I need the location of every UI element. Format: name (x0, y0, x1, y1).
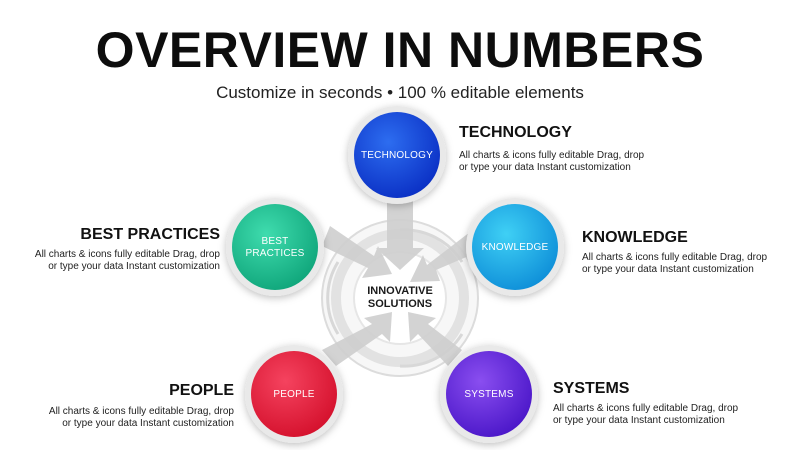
people-desc-line2: or type your data Instant customization (62, 418, 234, 429)
people-description: All charts & icons fully editable Drag, … (24, 406, 234, 430)
people-circle-label: PEOPLE (273, 389, 315, 400)
technology-desc-line1: All charts & icons fully editable Drag, … (459, 150, 645, 161)
people-heading: PEOPLE (169, 382, 234, 399)
best-practices-desc-line1: All charts & icons fully editable Drag, … (34, 249, 220, 260)
knowledge-desc-line1: All charts & icons fully editable Drag, … (582, 252, 768, 263)
technology-desc-line2: or type your data Instant customization (459, 162, 631, 173)
arrow-best-practices (322, 226, 392, 278)
knowledge-description: All charts & icons fully editable Drag, … (582, 252, 792, 276)
knowledge-heading: KNOWLEDGE (582, 229, 688, 246)
center-label-line2: SOLUTIONS (367, 298, 433, 310)
best-practices-circle-label: BEST PRACTICES (225, 236, 325, 260)
arrow-people (322, 312, 392, 366)
center-label-line1: INNOVATIVE (367, 285, 433, 297)
node-knowledge (466, 198, 564, 296)
hub-arrows (322, 200, 478, 366)
best-practices-circle-label-line1: BEST (261, 236, 289, 247)
people-desc-line1: All charts & icons fully editable Drag, … (48, 406, 234, 417)
best-practices-heading: BEST PRACTICES (80, 226, 220, 243)
systems-desc-line2: or type your data Instant customization (553, 415, 725, 426)
systems-description: All charts & icons fully editable Drag, … (553, 403, 773, 427)
best-practices-description: All charts & icons fully editable Drag, … (10, 249, 220, 273)
systems-desc-line1: All charts & icons fully editable Drag, … (553, 403, 739, 414)
node-technology (348, 106, 446, 204)
best-practices-circle-label-line2: PRACTICES (245, 248, 305, 259)
knowledge-desc-line2: or type your data Instant customization (582, 264, 754, 275)
systems-heading: SYSTEMS (553, 380, 630, 397)
technology-description: All charts & icons fully editable Drag, … (459, 150, 699, 174)
technology-heading: TECHNOLOGY (459, 124, 572, 141)
node-systems (440, 345, 538, 443)
arrow-technology (376, 200, 424, 270)
node-best-practices (226, 198, 324, 296)
systems-circle-label: SYSTEMS (464, 389, 514, 400)
page-title: OVERVIEW IN NUMBERS (95, 22, 705, 78)
arrow-knowledge (410, 232, 478, 282)
best-practices-desc-line2: or type your data Instant customization (48, 261, 220, 272)
page-subtitle: Customize in seconds • 100 % editable el… (216, 83, 584, 102)
technology-circle-label: TECHNOLOGY (360, 150, 433, 161)
center-label: INNOVATIVE SOLUTIONS (350, 285, 450, 311)
node-people (245, 345, 343, 443)
knowledge-circle-label: KNOWLEDGE (481, 242, 549, 253)
arrow-systems (408, 312, 462, 366)
